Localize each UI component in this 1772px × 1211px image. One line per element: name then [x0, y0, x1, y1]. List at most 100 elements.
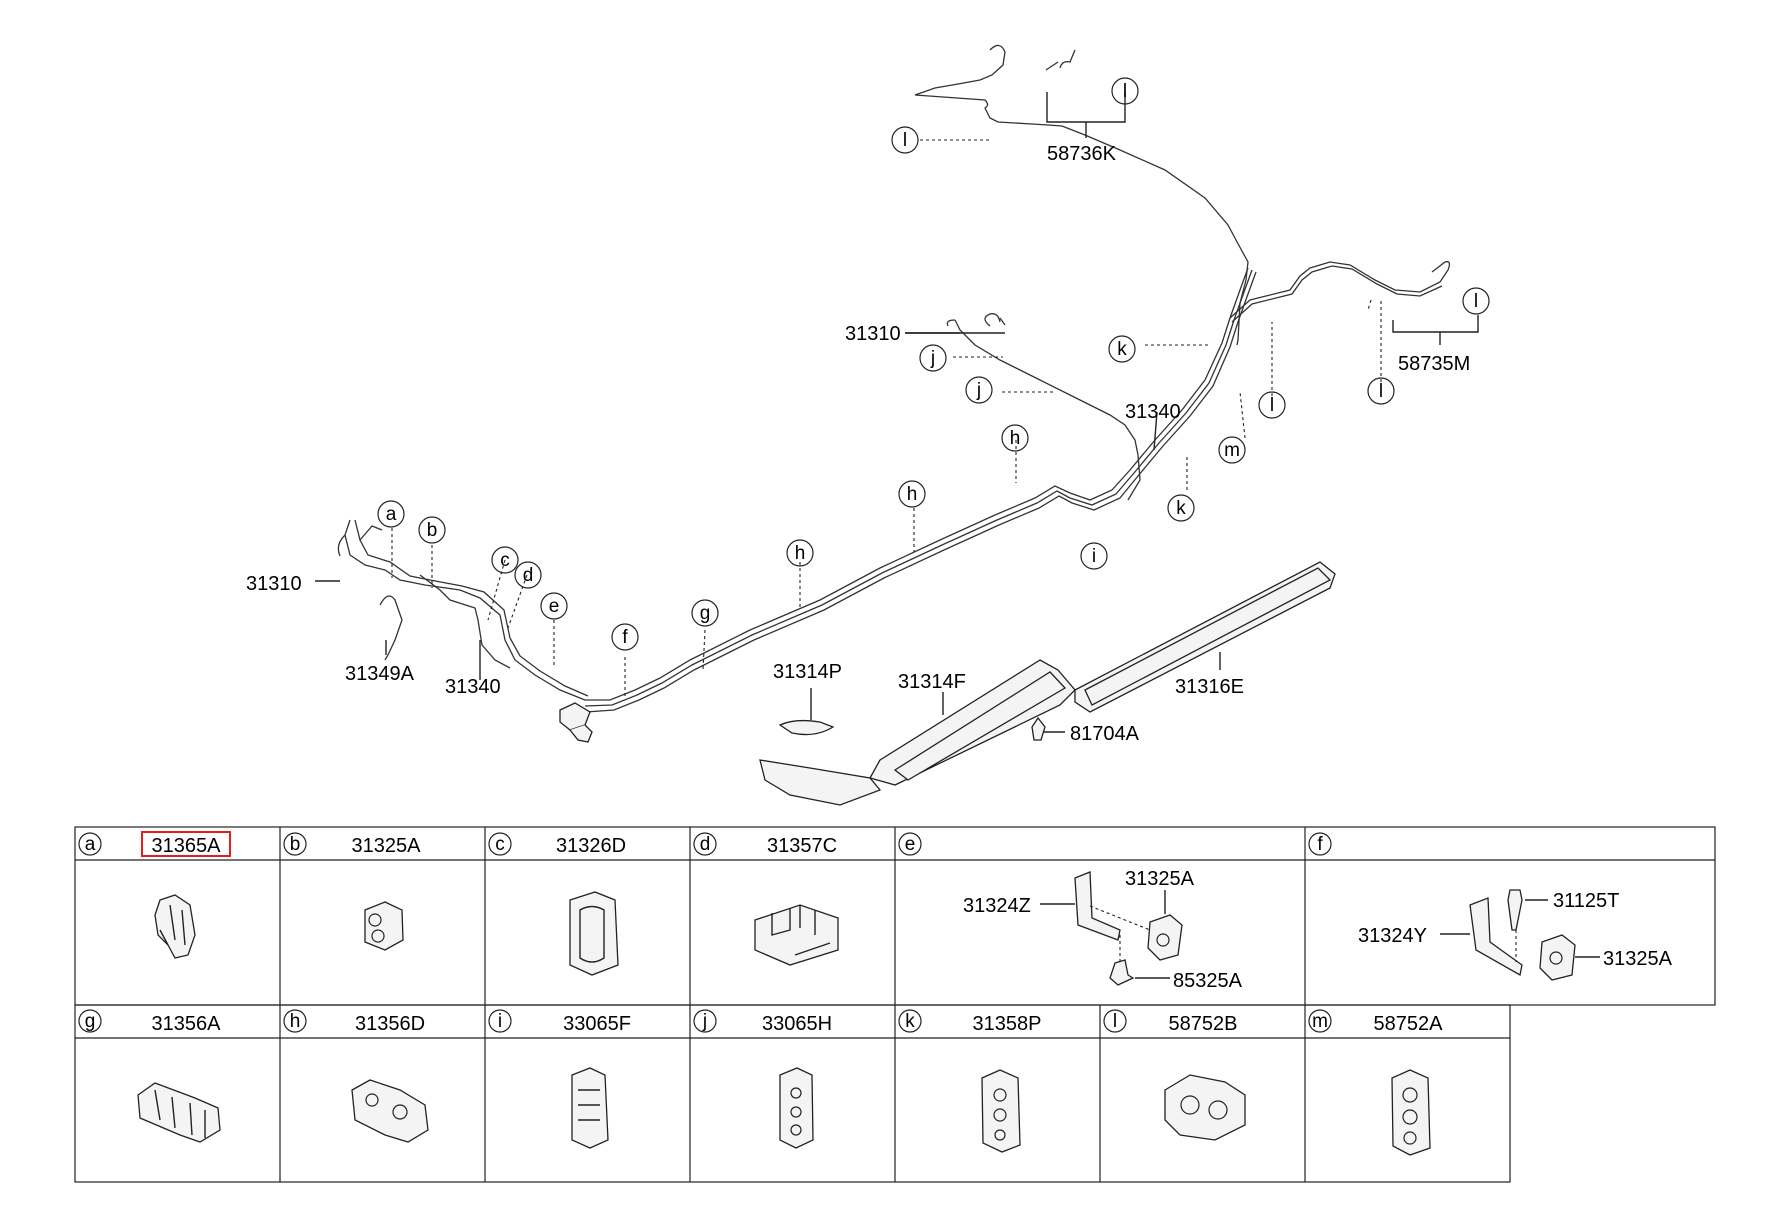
part-i-clip — [571, 1067, 609, 1149]
svg-text:c: c — [500, 550, 510, 571]
cell-a: a 31365A — [78, 832, 222, 857]
part-b-clip — [364, 901, 404, 951]
svg-text:j: j — [930, 348, 935, 369]
part-e-assembly: 31324Z 31325A 85325A — [963, 868, 1243, 992]
highlight-box — [141, 831, 231, 857]
part-g-clip — [137, 1082, 221, 1143]
part-number-i: 33065F — [563, 1013, 631, 1035]
svg-text:a: a — [85, 834, 96, 855]
label-31310-left: 31310 — [246, 573, 302, 595]
part-f-assembly: 31125T 31324Y 31325A — [1358, 889, 1673, 981]
callout-j-1: j — [919, 344, 947, 372]
cell-c: c 31326D — [488, 832, 626, 857]
callout-l-5: l — [1367, 377, 1395, 405]
callout-m: m — [1218, 436, 1246, 464]
callout-a: a — [377, 500, 405, 528]
part-number-g: 31356A — [152, 1013, 222, 1035]
cell-j: j 33065H — [693, 1009, 832, 1035]
e-bolt-label: 85325A — [1173, 970, 1243, 992]
callout-i: i — [1080, 542, 1108, 570]
part-d-clip — [754, 904, 839, 966]
callout-h-2: h — [898, 480, 926, 508]
label-31310-top: 31310 — [845, 323, 901, 345]
svg-text:i: i — [1092, 546, 1096, 567]
part-number-j: 33065H — [762, 1013, 832, 1035]
svg-text:h: h — [907, 484, 918, 505]
part-l-clip — [1164, 1074, 1246, 1141]
cell-k: k 31358P — [898, 1009, 1041, 1035]
part-number-d: 31357C — [767, 835, 837, 857]
parts-table: a 31365A b 31325A c 31326D d 31357C e f … — [74, 826, 1716, 1183]
svg-text:m: m — [1224, 440, 1240, 461]
cell-f: f — [1308, 832, 1332, 856]
callout-l-3: l — [1462, 287, 1490, 315]
cell-d: d 31357C — [693, 832, 837, 857]
svg-text:l: l — [1474, 291, 1478, 312]
e-bracket-label: 31324Z — [963, 895, 1031, 917]
svg-text:e: e — [905, 834, 916, 855]
callout-circles: l l l l l k k m j j i h h h g f e d c b … — [377, 77, 1490, 651]
label-31340-top: 31340 — [1125, 401, 1181, 423]
diagram-labels: 58736K 58735M 31310 31340 31310 31349A 3… — [246, 143, 1470, 745]
svg-text:j: j — [702, 1011, 707, 1032]
svg-text:m: m — [1312, 1011, 1328, 1032]
svg-text:b: b — [427, 520, 438, 541]
svg-text:k: k — [1176, 498, 1186, 519]
svg-text:d: d — [700, 834, 711, 855]
underbody-rails — [759, 561, 1336, 806]
part-c-clip — [569, 891, 619, 976]
svg-text:c: c — [495, 834, 505, 855]
part-h-clip — [351, 1079, 429, 1143]
svg-text:h: h — [795, 543, 806, 564]
svg-text:b: b — [290, 834, 301, 855]
svg-text:f: f — [1317, 834, 1323, 855]
label-58735M: 58735M — [1398, 353, 1470, 375]
svg-text:i: i — [498, 1011, 502, 1032]
label-81704A: 81704A — [1070, 723, 1140, 745]
e-clip-label: 31325A — [1125, 868, 1195, 890]
f-clip-label: 31325A — [1603, 948, 1673, 970]
leader-lines — [315, 92, 1479, 733]
part-number-a: 31365A — [152, 835, 222, 857]
svg-text:j: j — [976, 380, 981, 401]
svg-text:g: g — [85, 1011, 96, 1032]
part-number-c: 31326D — [556, 835, 626, 857]
cell-l: l 58752B — [1103, 1009, 1238, 1035]
cell-m: m 58752A — [1308, 1009, 1444, 1035]
callout-g: g — [691, 599, 719, 627]
callout-l-2: l — [1111, 77, 1139, 105]
label-58736K: 58736K — [1047, 143, 1117, 165]
svg-text:l: l — [1379, 381, 1383, 402]
svg-text:e: e — [549, 596, 560, 617]
part-number-m: 58752A — [1374, 1013, 1444, 1035]
label-31349A: 31349A — [345, 663, 415, 685]
cell-b: b 31325A — [283, 832, 422, 857]
svg-text:g: g — [700, 603, 711, 624]
label-31340-left: 31340 — [445, 676, 501, 698]
svg-text:f: f — [622, 627, 628, 648]
callout-d: d — [514, 561, 542, 589]
svg-text:k: k — [905, 1011, 915, 1032]
svg-text:a: a — [386, 504, 397, 525]
callout-e: e — [540, 592, 568, 620]
cell-i: i 33065F — [488, 1009, 631, 1035]
cell-h: h 31356D — [283, 1009, 425, 1035]
callout-k-1: k — [1108, 335, 1136, 363]
callout-l-1: l — [891, 126, 919, 154]
svg-text:k: k — [1117, 339, 1127, 360]
part-number-b: 31325A — [352, 835, 422, 857]
part-number-l: 58752B — [1169, 1013, 1238, 1035]
callout-j-2: j — [965, 376, 993, 404]
label-31316E: 31316E — [1175, 676, 1244, 698]
svg-text:l: l — [1113, 1011, 1117, 1032]
callout-h-3: h — [786, 539, 814, 567]
svg-text:l: l — [903, 130, 907, 151]
callout-k-2: k — [1167, 494, 1195, 522]
part-j-clip — [779, 1067, 814, 1149]
callout-f: f — [611, 623, 639, 651]
part-k-clip — [981, 1069, 1021, 1153]
svg-text:h: h — [290, 1011, 301, 1032]
part-number-h: 31356D — [355, 1013, 425, 1035]
f-bolt-label: 31125T — [1553, 890, 1619, 912]
